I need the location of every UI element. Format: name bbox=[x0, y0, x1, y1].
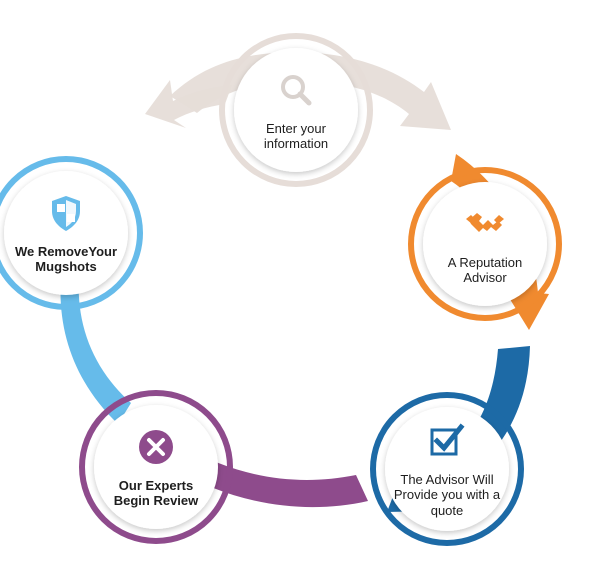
ring-blue bbox=[370, 392, 524, 546]
step-label-enter-information: Enter your information bbox=[263, 120, 329, 151]
checkbox-icon bbox=[426, 420, 468, 462]
arrow-top-head bbox=[145, 80, 232, 128]
step-label-remove-mugshots: We RemoveYour Mugshots bbox=[14, 243, 118, 274]
arrow-purple-segment bbox=[149, 436, 368, 508]
arrow-blue-segment bbox=[387, 346, 530, 512]
step-label-reputation-advisor: A Reputation Advisor bbox=[447, 254, 523, 285]
ring-purple bbox=[79, 390, 233, 544]
step-label-advisor-quote: The Advisor Will Provide you with a quot… bbox=[393, 472, 501, 518]
shield-icon bbox=[45, 192, 87, 234]
ring-top bbox=[219, 33, 373, 187]
step-advisor-quote-content: The Advisor Will Provide you with a quot… bbox=[391, 420, 503, 518]
node-background-purple bbox=[94, 405, 218, 529]
step-enter-information: Enter your information bbox=[221, 35, 371, 185]
step-enter-information-content: Enter your information bbox=[240, 69, 352, 151]
step-reputation-advisor-content: A Reputation Advisor bbox=[429, 203, 541, 285]
step-experts-review-content: Our Experts Begin Review bbox=[100, 426, 212, 508]
search-icon bbox=[275, 69, 317, 111]
node-background-blue bbox=[385, 407, 509, 531]
ring-orange bbox=[408, 167, 562, 321]
ring-lightblue bbox=[0, 156, 143, 310]
step-advisor-quote: The Advisor Will Provide you with a quot… bbox=[372, 394, 522, 544]
handshake-icon bbox=[464, 203, 506, 245]
close-icon bbox=[135, 426, 177, 468]
step-experts-review: Our Experts Begin Review bbox=[81, 392, 231, 542]
node-background-orange bbox=[423, 182, 547, 306]
step-reputation-advisor: A Reputation Advisor bbox=[410, 169, 560, 319]
node-background-top bbox=[234, 48, 358, 172]
arrow-top-segment bbox=[170, 52, 451, 130]
step-label-experts-review: Our Experts Begin Review bbox=[113, 477, 199, 508]
node-background-lightblue bbox=[4, 171, 128, 295]
step-remove-mugshots: We RemoveYour Mugshots bbox=[0, 158, 141, 308]
step-remove-mugshots-content: We RemoveYour Mugshots bbox=[10, 192, 122, 274]
